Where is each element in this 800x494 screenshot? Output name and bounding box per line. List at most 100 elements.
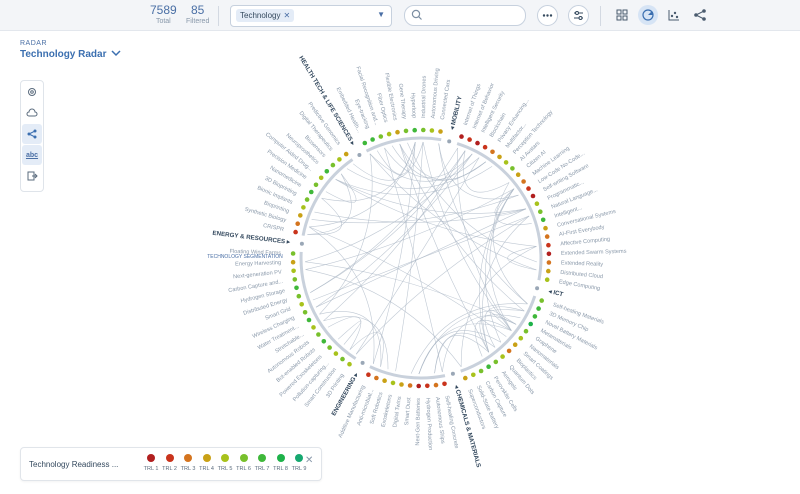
technology-node[interactable] [337, 157, 342, 162]
technology-node[interactable] [526, 186, 531, 191]
technology-node[interactable] [534, 201, 540, 206]
technology-label[interactable]: Gene Therapy [397, 83, 407, 119]
technology-label[interactable]: Floating Wind Farms [229, 249, 281, 257]
connections-tool-button[interactable] [22, 124, 42, 144]
legend-item[interactable]: TRL 8 [273, 454, 289, 472]
technology-node[interactable] [374, 375, 379, 381]
technology-node[interactable] [459, 134, 464, 139]
technology-label[interactable]: Connected Cars [440, 79, 452, 120]
technology-node[interactable] [475, 140, 480, 146]
technology-label[interactable]: CRISPR [262, 223, 284, 233]
technology-node[interactable] [366, 372, 371, 378]
technology-node[interactable] [543, 225, 548, 231]
technology-node[interactable] [302, 310, 308, 315]
legend-item[interactable]: TRL 4 [199, 454, 215, 472]
technology-node[interactable] [292, 277, 298, 282]
technology-node[interactable] [343, 151, 349, 157]
technology-node[interactable] [324, 169, 330, 174]
technology-node[interactable] [291, 268, 296, 274]
technology-node[interactable] [497, 154, 502, 160]
technology-node[interactable] [370, 137, 375, 142]
legend-item[interactable]: TRL 1 [143, 454, 159, 472]
technology-node[interactable] [382, 378, 387, 384]
technology-node[interactable] [333, 351, 339, 356]
close-legend-icon[interactable]: ✕ [305, 455, 314, 466]
technology-node[interactable] [442, 381, 447, 387]
technology-node[interactable] [403, 128, 409, 134]
technology-node[interactable] [299, 302, 305, 307]
technology-node[interactable] [540, 217, 546, 223]
technology-node[interactable] [438, 129, 443, 134]
technology-node[interactable] [362, 140, 368, 146]
technology-node[interactable] [503, 160, 509, 165]
cloud-tool-button[interactable] [22, 103, 42, 123]
technology-node[interactable] [311, 325, 316, 330]
technology-node[interactable] [316, 332, 321, 337]
grid-view-button[interactable] [612, 5, 632, 25]
technology-node[interactable] [290, 259, 296, 265]
technology-label[interactable]: Energy Harvesting [235, 260, 281, 268]
technology-node[interactable] [399, 382, 404, 387]
technology-node[interactable] [544, 277, 550, 283]
technology-label[interactable]: Autonomous Driving [430, 68, 440, 119]
chart-view-button[interactable] [664, 5, 684, 25]
network-view-button[interactable] [690, 5, 710, 25]
technology-node[interactable] [463, 375, 468, 381]
technology-node[interactable] [390, 380, 396, 386]
technology-filter-select[interactable]: Technology✕ ▼ [230, 5, 392, 27]
technology-node[interactable] [493, 359, 499, 365]
technology-node[interactable] [318, 175, 324, 181]
technology-label[interactable]: Affective Computing [560, 237, 610, 248]
technology-node[interactable] [295, 221, 301, 226]
segment-label[interactable]: ◂ CHEMICALS & MATERIALS [452, 383, 482, 468]
legend-item[interactable]: TRL 2 [162, 454, 178, 472]
technology-node[interactable] [290, 251, 296, 256]
technology-node[interactable] [518, 335, 524, 341]
technology-node[interactable] [510, 166, 515, 171]
technology-node[interactable] [530, 193, 536, 199]
technology-node[interactable] [296, 293, 302, 299]
technology-node[interactable] [416, 383, 422, 389]
technology-node[interactable] [327, 345, 332, 350]
technology-node[interactable] [539, 298, 544, 303]
technology-label[interactable]: Hydrogen Production [424, 398, 433, 451]
technology-node[interactable] [500, 354, 505, 359]
technology-node[interactable] [425, 383, 430, 389]
technology-node[interactable] [544, 234, 550, 239]
technology-node[interactable] [378, 134, 384, 139]
radar-view-button[interactable] [638, 5, 658, 25]
technology-label[interactable]: Distributed Cloud [560, 270, 603, 280]
technology-label[interactable]: Digital Twins [392, 396, 403, 428]
technology-label[interactable]: Extended Swarm Systems [561, 249, 627, 257]
export-tool-button[interactable] [22, 166, 42, 186]
technology-node[interactable] [506, 348, 512, 354]
technology-label[interactable]: Extended Reality [561, 260, 604, 267]
technology-node[interactable] [306, 317, 312, 323]
technology-node[interactable] [298, 213, 303, 218]
search-input[interactable] [404, 5, 526, 26]
legend-item[interactable]: TRL 9 [291, 454, 307, 472]
technology-node[interactable] [528, 321, 533, 327]
technology-node[interactable] [407, 383, 413, 388]
technology-node[interactable] [294, 285, 299, 291]
legend-item[interactable]: TRL 7 [254, 454, 270, 472]
technology-node[interactable] [301, 205, 306, 210]
technology-node[interactable] [321, 339, 327, 344]
technology-node[interactable] [478, 368, 484, 374]
filter-settings-button[interactable] [568, 5, 589, 26]
segment-label[interactable]: ◂ MOBILITY [449, 95, 464, 132]
technology-node[interactable] [433, 382, 439, 388]
settings-tool-button[interactable] [22, 82, 42, 102]
technology-node[interactable] [515, 172, 521, 177]
technology-node[interactable] [471, 372, 476, 378]
technology-node[interactable] [523, 328, 529, 334]
technology-node[interactable] [521, 179, 526, 184]
chip-remove-icon[interactable]: ✕ [283, 11, 291, 20]
technology-node[interactable] [546, 260, 552, 265]
labels-tool-button[interactable]: abc [22, 145, 42, 165]
legend-item[interactable]: TRL 5 [217, 454, 233, 472]
technology-node[interactable] [536, 306, 541, 311]
technology-node[interactable] [304, 197, 310, 202]
technology-label[interactable]: Next-generation PV [233, 269, 282, 280]
technology-node[interactable] [546, 268, 551, 274]
